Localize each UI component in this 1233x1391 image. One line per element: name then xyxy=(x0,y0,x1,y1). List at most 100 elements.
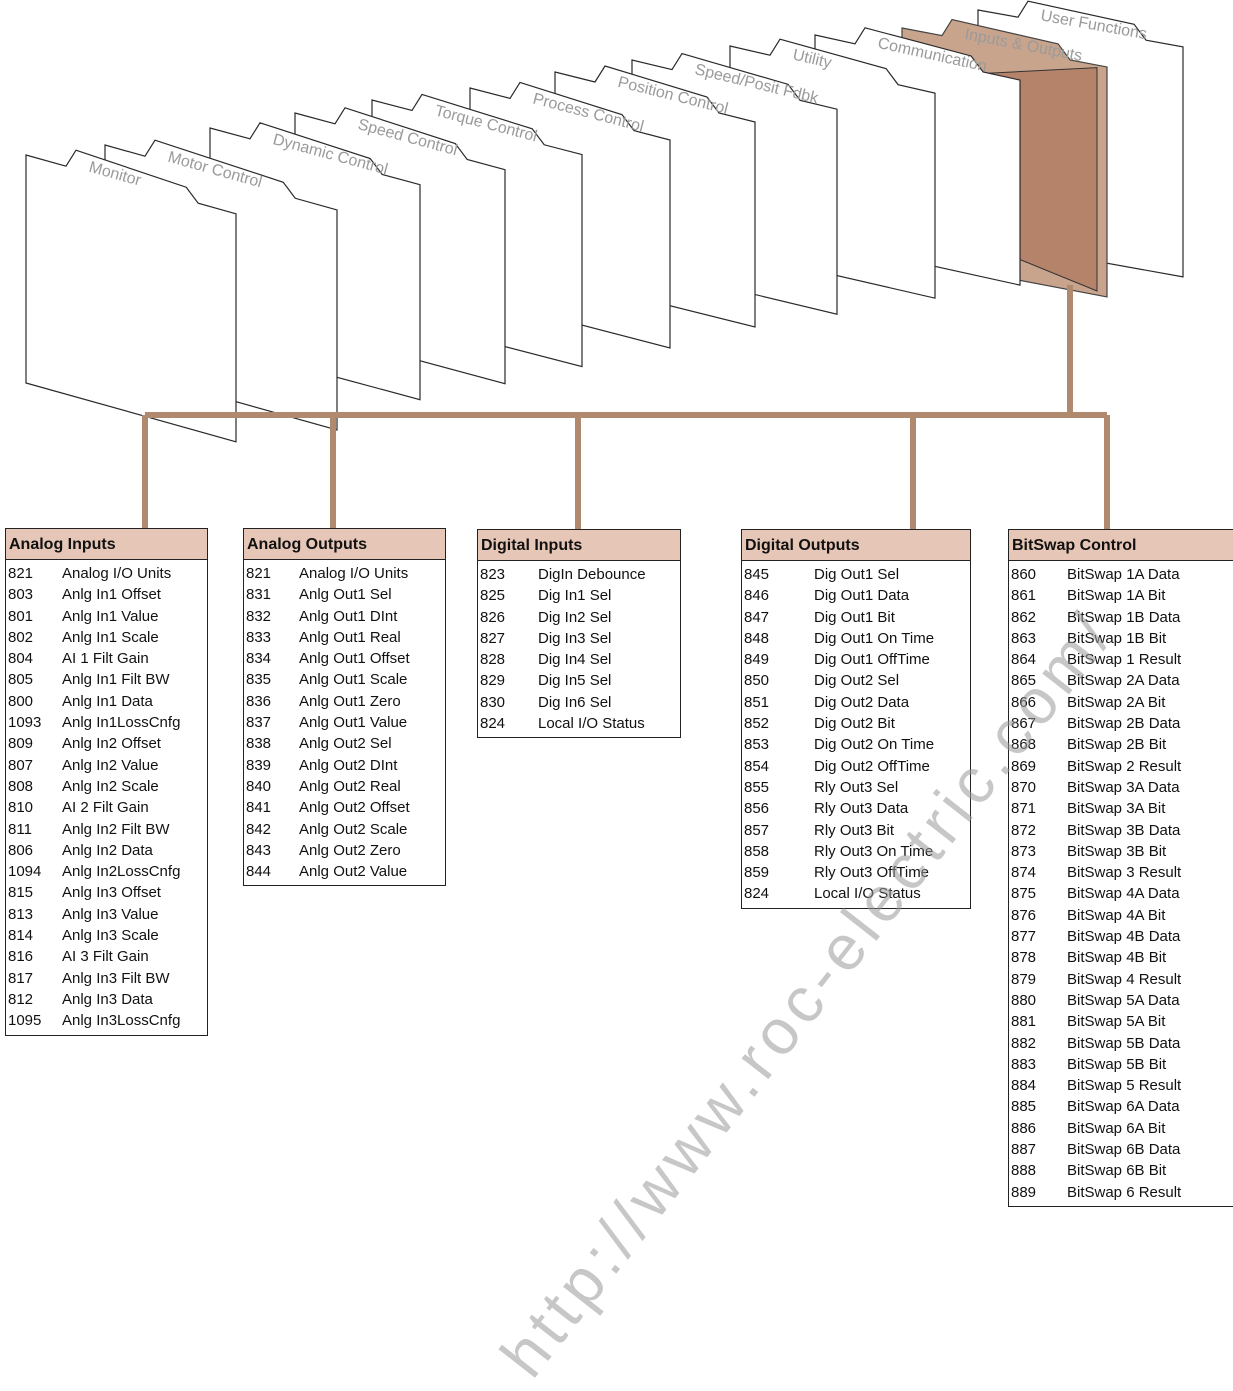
group-title: Digital Inputs xyxy=(478,530,680,561)
parameter-number: 810 xyxy=(8,797,33,818)
parameter-number: 865 xyxy=(1011,670,1036,691)
parameter-name: Rly Out3 Bit xyxy=(814,820,894,841)
